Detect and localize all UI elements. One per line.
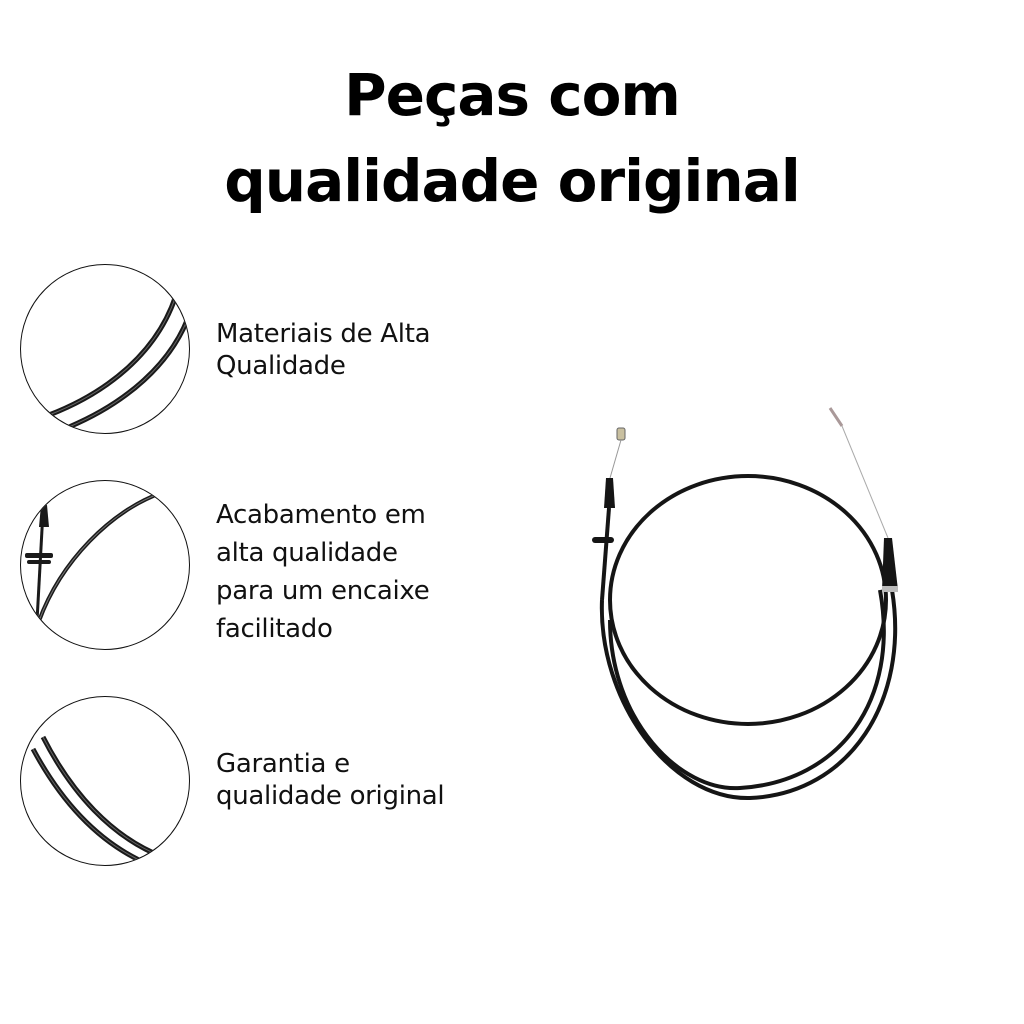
feature-line: qualidade original bbox=[216, 781, 445, 811]
feature-text: Garantia e qualidade original bbox=[216, 748, 445, 812]
feature-line: para um encaixe bbox=[216, 576, 430, 606]
cable-curve-closeup-icon bbox=[20, 696, 190, 866]
feature-line: Materiais de Alta bbox=[216, 319, 431, 349]
control-cable-image bbox=[580, 400, 920, 810]
feature-finish: Acabamento em alta qualidade para um enc… bbox=[20, 480, 540, 652]
feature-line: Acabamento em bbox=[216, 500, 426, 530]
cable-closeup-icon bbox=[20, 264, 190, 434]
feature-materials: Materiais de Alta Qualidade bbox=[20, 264, 540, 436]
feature-line: alta qualidade bbox=[216, 538, 398, 568]
page-title: Peças com qualidade original bbox=[0, 52, 1024, 224]
feature-text: Materiais de Alta Qualidade bbox=[216, 318, 431, 382]
title-line-1: Peças com bbox=[344, 61, 681, 129]
feature-text: Acabamento em alta qualidade para um enc… bbox=[216, 496, 430, 648]
feature-line: facilitado bbox=[216, 614, 333, 644]
feature-warranty: Garantia e qualidade original bbox=[20, 696, 540, 868]
feature-line: Garantia e bbox=[216, 749, 350, 779]
title-line-2: qualidade original bbox=[224, 147, 800, 215]
cable-fitting-closeup-icon bbox=[20, 480, 190, 650]
feature-line: Qualidade bbox=[216, 351, 346, 381]
